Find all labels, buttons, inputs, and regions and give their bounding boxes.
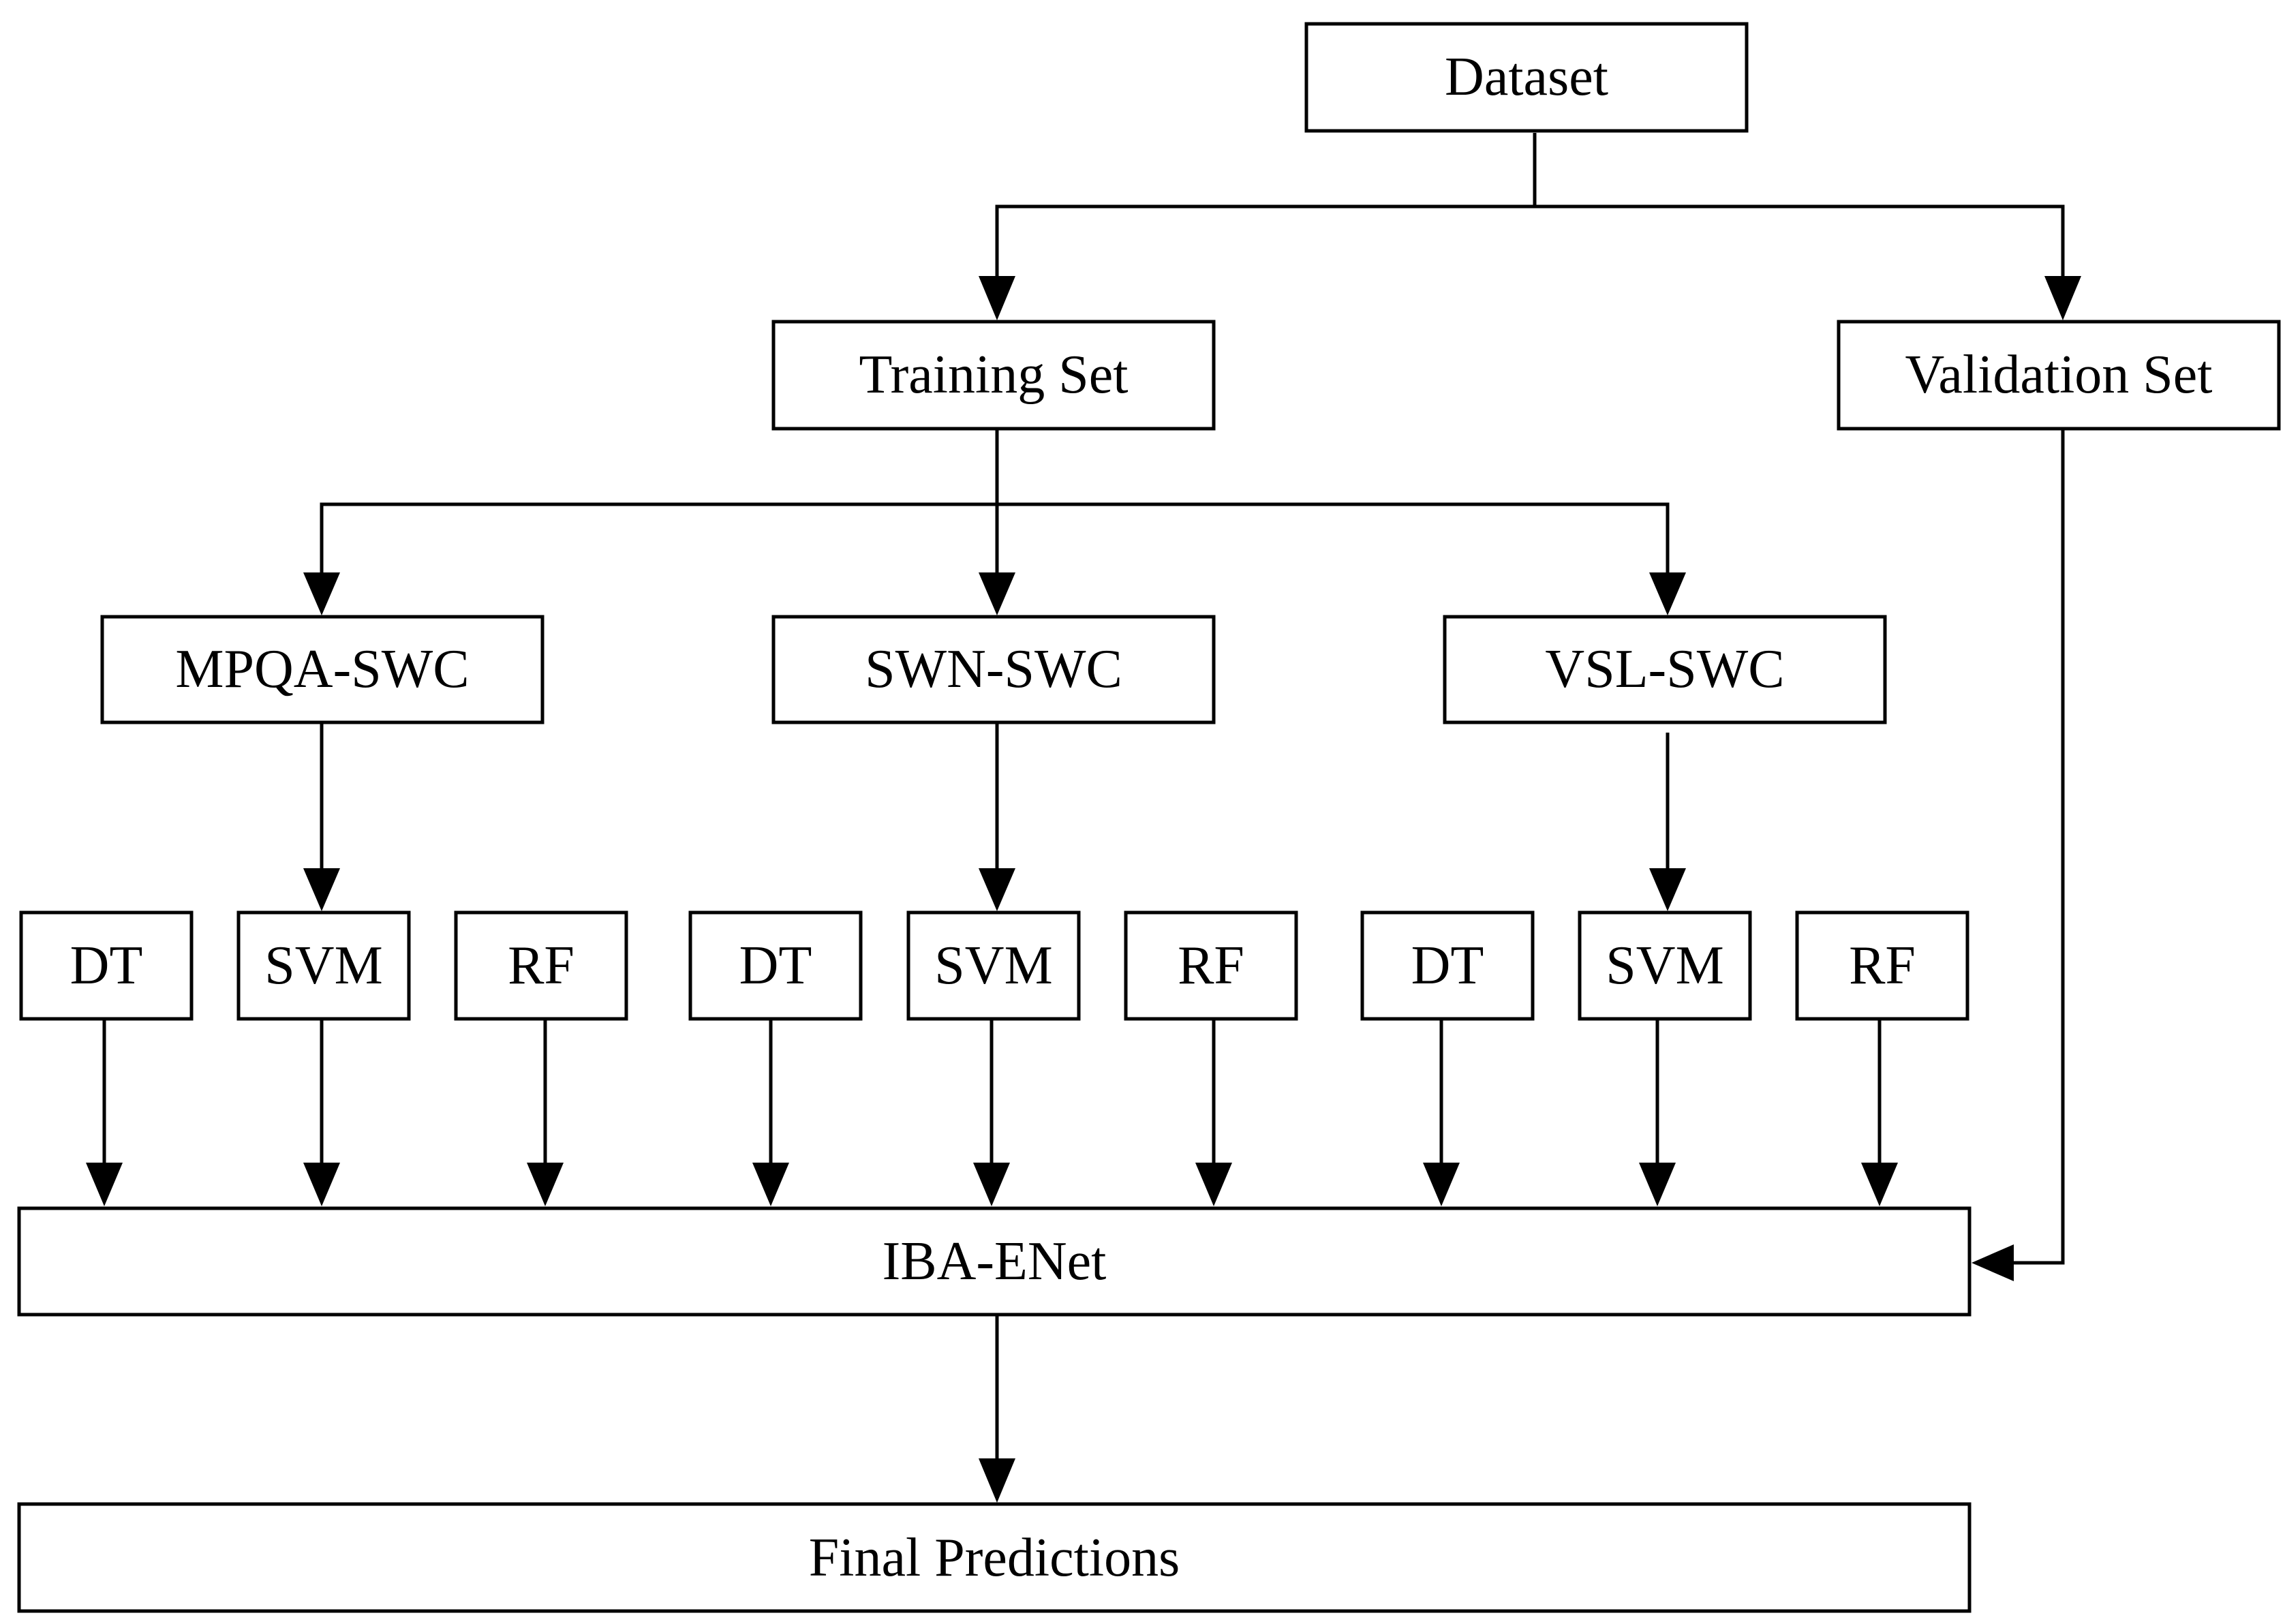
arrow-head-training <box>979 276 1015 320</box>
arrow-head-svm2-iba <box>973 1163 1010 1206</box>
node-rf-1-label: RF <box>508 936 574 996</box>
arrow-head-dt3-iba <box>1423 1163 1460 1206</box>
arrow-head-validation-iba <box>1972 1244 2014 1281</box>
node-mpqa-swc: MPQA-SWC <box>100 615 545 724</box>
arrow-head-swn <box>979 572 1015 615</box>
edge-dataset-to-validation <box>1535 204 2065 290</box>
node-rf-3-label: RF <box>1849 936 1916 996</box>
connectors <box>102 133 2065 1469</box>
edge-training-to-vsl <box>997 502 1670 586</box>
edge-dataset-to-training <box>995 204 1535 290</box>
arrow-head-svm3-iba <box>1639 1163 1676 1206</box>
arrow-head-vsl <box>1649 572 1686 615</box>
node-final-predictions: Final Predictions <box>17 1502 1972 1613</box>
arrow-head-svm1 <box>303 868 340 911</box>
edge-training-to-mpqa <box>320 502 997 586</box>
arrow-head-svm3 <box>1649 868 1686 911</box>
node-vsl-swc-label: VSL-SWC <box>1545 639 1784 699</box>
node-mpqa-swc-label: MPQA-SWC <box>175 639 469 699</box>
arrow-head-rf3-iba <box>1861 1163 1898 1206</box>
node-dt-2-label: DT <box>739 936 812 996</box>
arrow-head-mpqa <box>303 572 340 615</box>
arrow-head-svm1-iba <box>303 1163 340 1206</box>
node-validation-set-label: Validation Set <box>1905 345 2212 405</box>
arrow-head-rf2-iba <box>1195 1163 1232 1206</box>
node-svm-1-label: SVM <box>264 936 382 996</box>
node-svm-2: SVM <box>906 910 1081 1021</box>
node-dt-3: DT <box>1360 910 1535 1021</box>
node-iba-enet: IBA-ENet <box>17 1206 1972 1317</box>
node-dt-1-label: DT <box>70 936 143 996</box>
node-swn-swc: SWN-SWC <box>771 615 1216 724</box>
arrow-heads <box>86 276 2081 1503</box>
node-rf-2: RF <box>1124 910 1298 1021</box>
node-dt-3-label: DT <box>1411 936 1484 996</box>
node-rf-3: RF <box>1795 910 1969 1021</box>
node-svm-3-label: SVM <box>1606 936 1723 996</box>
node-swn-swc-label: SWN-SWC <box>865 639 1122 699</box>
arrow-head-svm2 <box>979 868 1015 911</box>
node-svm-2-label: SVM <box>934 936 1052 996</box>
edge-validation-to-iba <box>2000 429 2065 1265</box>
node-rf-1: RF <box>454 910 628 1021</box>
node-vsl-swc: VSL-SWC <box>1443 615 1887 724</box>
node-training-set-label: Training Set <box>859 345 1129 405</box>
arrow-head-validation <box>2044 276 2081 320</box>
arrow-head-dt1-iba <box>86 1163 123 1206</box>
node-dataset-label: Dataset <box>1445 47 1608 107</box>
node-svm-3: SVM <box>1578 910 1752 1021</box>
node-dataset: Dataset <box>1304 22 1749 133</box>
arrow-head-dt2-iba <box>752 1163 789 1206</box>
node-dt-1: DT <box>19 910 194 1021</box>
node-svm-1: SVM <box>236 910 411 1021</box>
node-iba-enet-label: IBA-ENet <box>883 1231 1107 1291</box>
arrow-head-final <box>979 1458 1015 1503</box>
arrow-head-rf1-iba <box>527 1163 564 1206</box>
node-training-set: Training Set <box>771 320 1216 431</box>
node-final-predictions-label: Final Predictions <box>809 1528 1180 1588</box>
node-validation-set: Validation Set <box>1837 320 2281 431</box>
node-rf-2-label: RF <box>1178 936 1244 996</box>
node-dt-2: DT <box>688 910 863 1021</box>
